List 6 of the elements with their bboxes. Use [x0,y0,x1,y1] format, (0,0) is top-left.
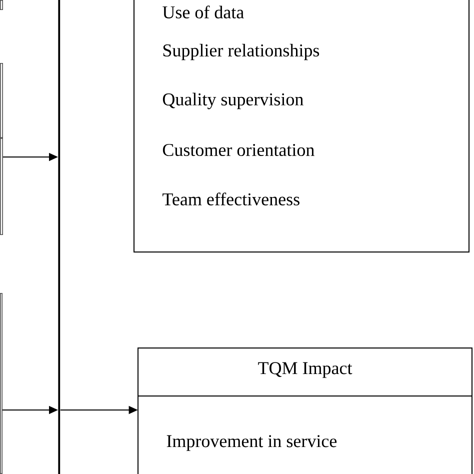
list-box: Use of data Supplier relationships Quality supervision Customer orientation Team effectiveness [134,0,470,252]
box [0,138,3,235]
box [0,63,3,138]
table-box: TQM Impact Improvement in service [138,348,472,474]
box [0,293,2,474]
box [0,0,3,10]
